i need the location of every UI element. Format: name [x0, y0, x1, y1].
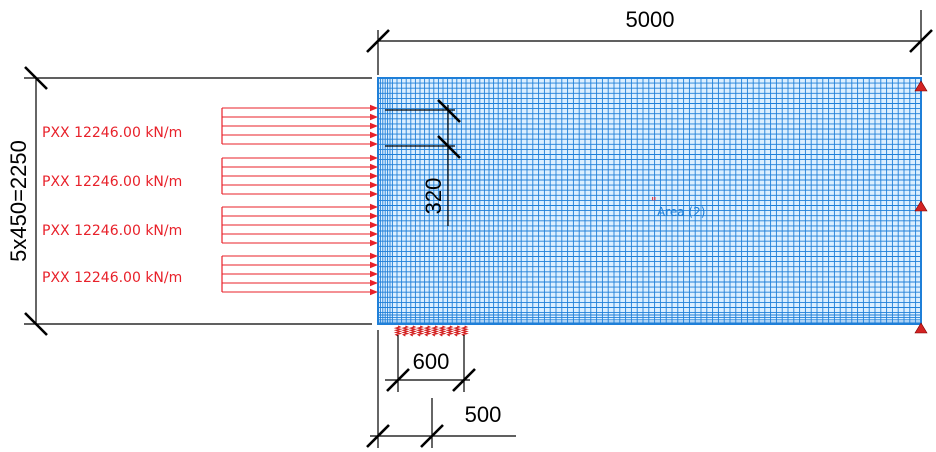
dimension-600	[385, 335, 476, 392]
area-label: Area (2)	[657, 205, 705, 219]
load-group-1	[221, 104, 378, 148]
dimension-600-label: 600	[413, 349, 450, 374]
dimension-top-width-label: 5000	[626, 7, 675, 32]
support-triangle-middle	[914, 200, 928, 212]
support-triangle-top	[914, 80, 928, 92]
dimension-left-height	[24, 66, 372, 336]
spring	[452, 325, 462, 337]
spring	[438, 325, 447, 337]
dimension-left-height-label: 5x450=2250	[6, 140, 31, 262]
dimension-320-label: 320	[421, 178, 446, 215]
load-label-2: PXX 12246.00 kN/m	[42, 174, 182, 190]
spring	[415, 325, 425, 337]
spring	[401, 325, 410, 337]
dimension-320	[385, 99, 461, 226]
dimension-500	[366, 330, 516, 448]
load-group-2	[221, 154, 378, 198]
load-label-4: PXX 12246.00 kN/m	[42, 270, 182, 286]
spring	[423, 325, 432, 337]
spring	[393, 325, 403, 337]
mesh-area: " Area (2)	[377, 77, 922, 325]
load-group-3	[221, 203, 378, 247]
load-label-1: PXX 12246.00 kN/m	[42, 125, 182, 141]
dimension-500-label: 500	[465, 402, 502, 427]
support-triangle-bottom	[914, 322, 928, 334]
spring	[408, 325, 418, 337]
mesh-grid	[378, 78, 921, 324]
dimension-top-width	[366, 10, 933, 75]
bottom-springs	[393, 325, 469, 337]
spring	[445, 325, 455, 337]
right-supports	[914, 80, 928, 334]
load-group-4	[221, 252, 378, 296]
area-marker: "	[651, 195, 657, 209]
spring	[460, 325, 469, 337]
spring	[430, 325, 440, 337]
load-arrows	[221, 104, 378, 296]
load-label-3: PXX 12246.00 kN/m	[42, 223, 182, 239]
